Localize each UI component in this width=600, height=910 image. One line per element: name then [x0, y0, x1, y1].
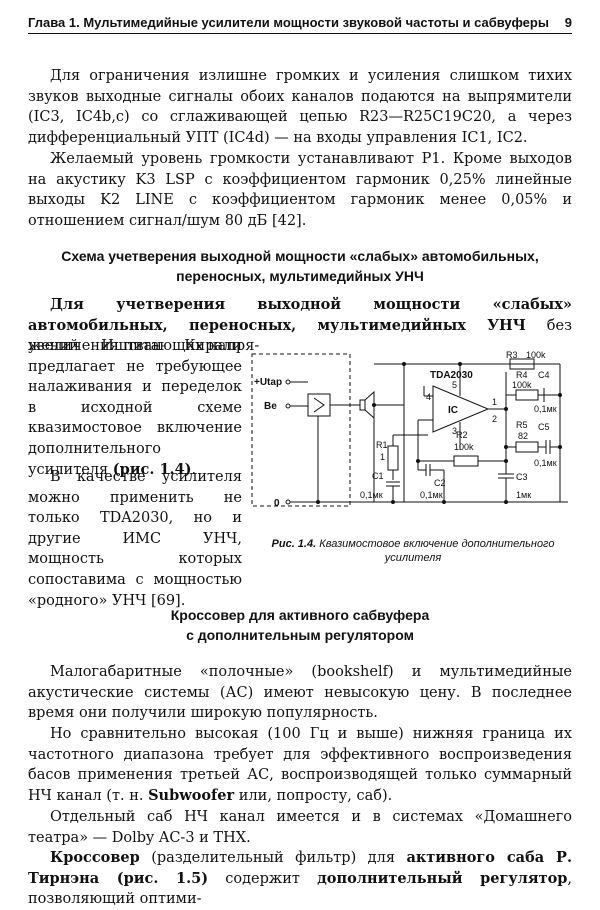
- crossover-author: активного саба Р. Тирнэна (рис. 1.5): [28, 849, 572, 887]
- page-number: 9: [564, 15, 572, 30]
- label-r1-value: 1: [380, 452, 385, 462]
- label-c5-value: 0,1мк: [534, 458, 557, 468]
- column-text-b: В качестве усилителя можно применить не …: [28, 469, 242, 609]
- paragraph-home-theater: Отдельный саб НЧ канал имеется и в систе…: [28, 809, 572, 846]
- paragraph-bookshelf: Малогабаритные «полочные» (bookshelf) и …: [28, 664, 572, 722]
- r2-resistor: [453, 455, 479, 467]
- section-heading-quadruple: Схема учетверения выходной мощности «сла…: [61, 248, 539, 284]
- label-r5-value: 82: [518, 431, 528, 441]
- intro-rest: без увеличения питающих напря-: [28, 317, 572, 355]
- crossover-heading-line2: с дополнительным регулятором: [186, 627, 414, 643]
- label-pin1: 1: [492, 397, 497, 407]
- intro-bold: Для учетверения выходной мощности «слабы…: [28, 296, 572, 334]
- figure-caption-label: Рис. 1.4.: [271, 538, 317, 550]
- paragraph-subwoofer: Но сравнительно высокая (100 Гц и выше) …: [28, 724, 572, 806]
- subwoofer-text-end: или, попросту, саб).: [234, 787, 393, 804]
- label-c5: C5: [538, 422, 550, 432]
- opamp-triangle: [432, 385, 490, 433]
- subwoofer-text: Но сравнительно высокая (100 Гц и выше) …: [28, 726, 572, 804]
- r5-resistor: [515, 441, 539, 453]
- label-r2: R2: [456, 430, 468, 440]
- label-pin2: 2: [492, 414, 497, 424]
- label-ground: 0: [274, 498, 280, 509]
- label-c3: C3: [516, 472, 528, 482]
- label-c3-value: 1мк: [516, 490, 531, 500]
- dashed-enclosure: [251, 353, 351, 507]
- original-amp-block: [307, 393, 331, 417]
- label-c4: C4: [538, 370, 550, 380]
- label-chip: TDA2030: [430, 370, 473, 381]
- label-r4-value: 100k: [512, 380, 532, 390]
- crossover-regulator: дополнительный регулятор: [317, 869, 568, 887]
- r1-resistor: [387, 445, 399, 471]
- fig-ref-1-4: (рис. 1.4): [112, 460, 192, 478]
- label-c1: C1: [372, 471, 384, 481]
- crossover-mid1: (разделительный фильтр) для: [139, 850, 407, 866]
- label-pin3: 3: [452, 426, 457, 436]
- label-r1: R1: [376, 440, 388, 450]
- label-ic: IC: [448, 405, 458, 416]
- section-heading-crossover: Кроссовер для активного сабвуфера с допол…: [28, 605, 572, 645]
- label-c4-value: 0,1мк: [534, 404, 557, 414]
- label-be: Be: [264, 401, 277, 412]
- label-pin5: 5: [452, 380, 457, 390]
- label-pin4: 4: [426, 392, 431, 402]
- paragraph-crossover: Кроссовер (разделительный фильтр) для ак…: [28, 848, 572, 910]
- label-r5: R5: [516, 420, 528, 430]
- label-c1-value: 0,1мк: [360, 490, 383, 500]
- crossover-heading-line1: Кроссовер для активного сабвуфера: [170, 607, 430, 623]
- column-text-a: жений Иштван Кирали предлагает не требую…: [28, 336, 242, 480]
- chapter-title: Глава 1. Мультимедийные усилители мощнос…: [28, 15, 549, 30]
- label-utap: +Utap: [254, 377, 282, 388]
- running-header: Глава 1. Мультимедийные усилители мощнос…: [28, 8, 572, 34]
- r4-resistor: [515, 389, 539, 401]
- subwoofer-term: Subwoofer: [148, 786, 235, 804]
- label-r3: R3: [506, 350, 518, 360]
- paragraph-intro: Для учетверения выходной мощности «слабы…: [28, 295, 572, 357]
- label-c2: C2: [434, 478, 446, 488]
- crossover-term: Кроссовер: [50, 849, 140, 866]
- label-r4: R4: [516, 370, 528, 380]
- schematic-figure: +Utap Be 0 TDA2030 IC 4 5 1 2 3 R1 1 C1 …: [251, 350, 568, 509]
- label-r2-value: 100k: [454, 442, 474, 452]
- paragraph-limiter: Для ограничения излишне громких и усилен…: [28, 68, 572, 146]
- label-r3-value: 100k: [526, 350, 546, 360]
- col-text-a-end: .: [191, 461, 197, 478]
- figure-caption-text: Квазимостовое включение дополнительного …: [316, 538, 555, 564]
- figure-caption: Рис. 1.4. Квазимостовое включение дополн…: [258, 537, 568, 565]
- speaker-icon: [359, 399, 366, 411]
- label-c2-value: 0,1мк: [420, 490, 443, 500]
- paragraph-volume: Желаемый уровень громкости устанавливают…: [28, 151, 572, 229]
- crossover-mid2: содержит: [208, 870, 318, 887]
- col-text-a: жений Иштван Кирали предлагает не требую…: [28, 338, 242, 478]
